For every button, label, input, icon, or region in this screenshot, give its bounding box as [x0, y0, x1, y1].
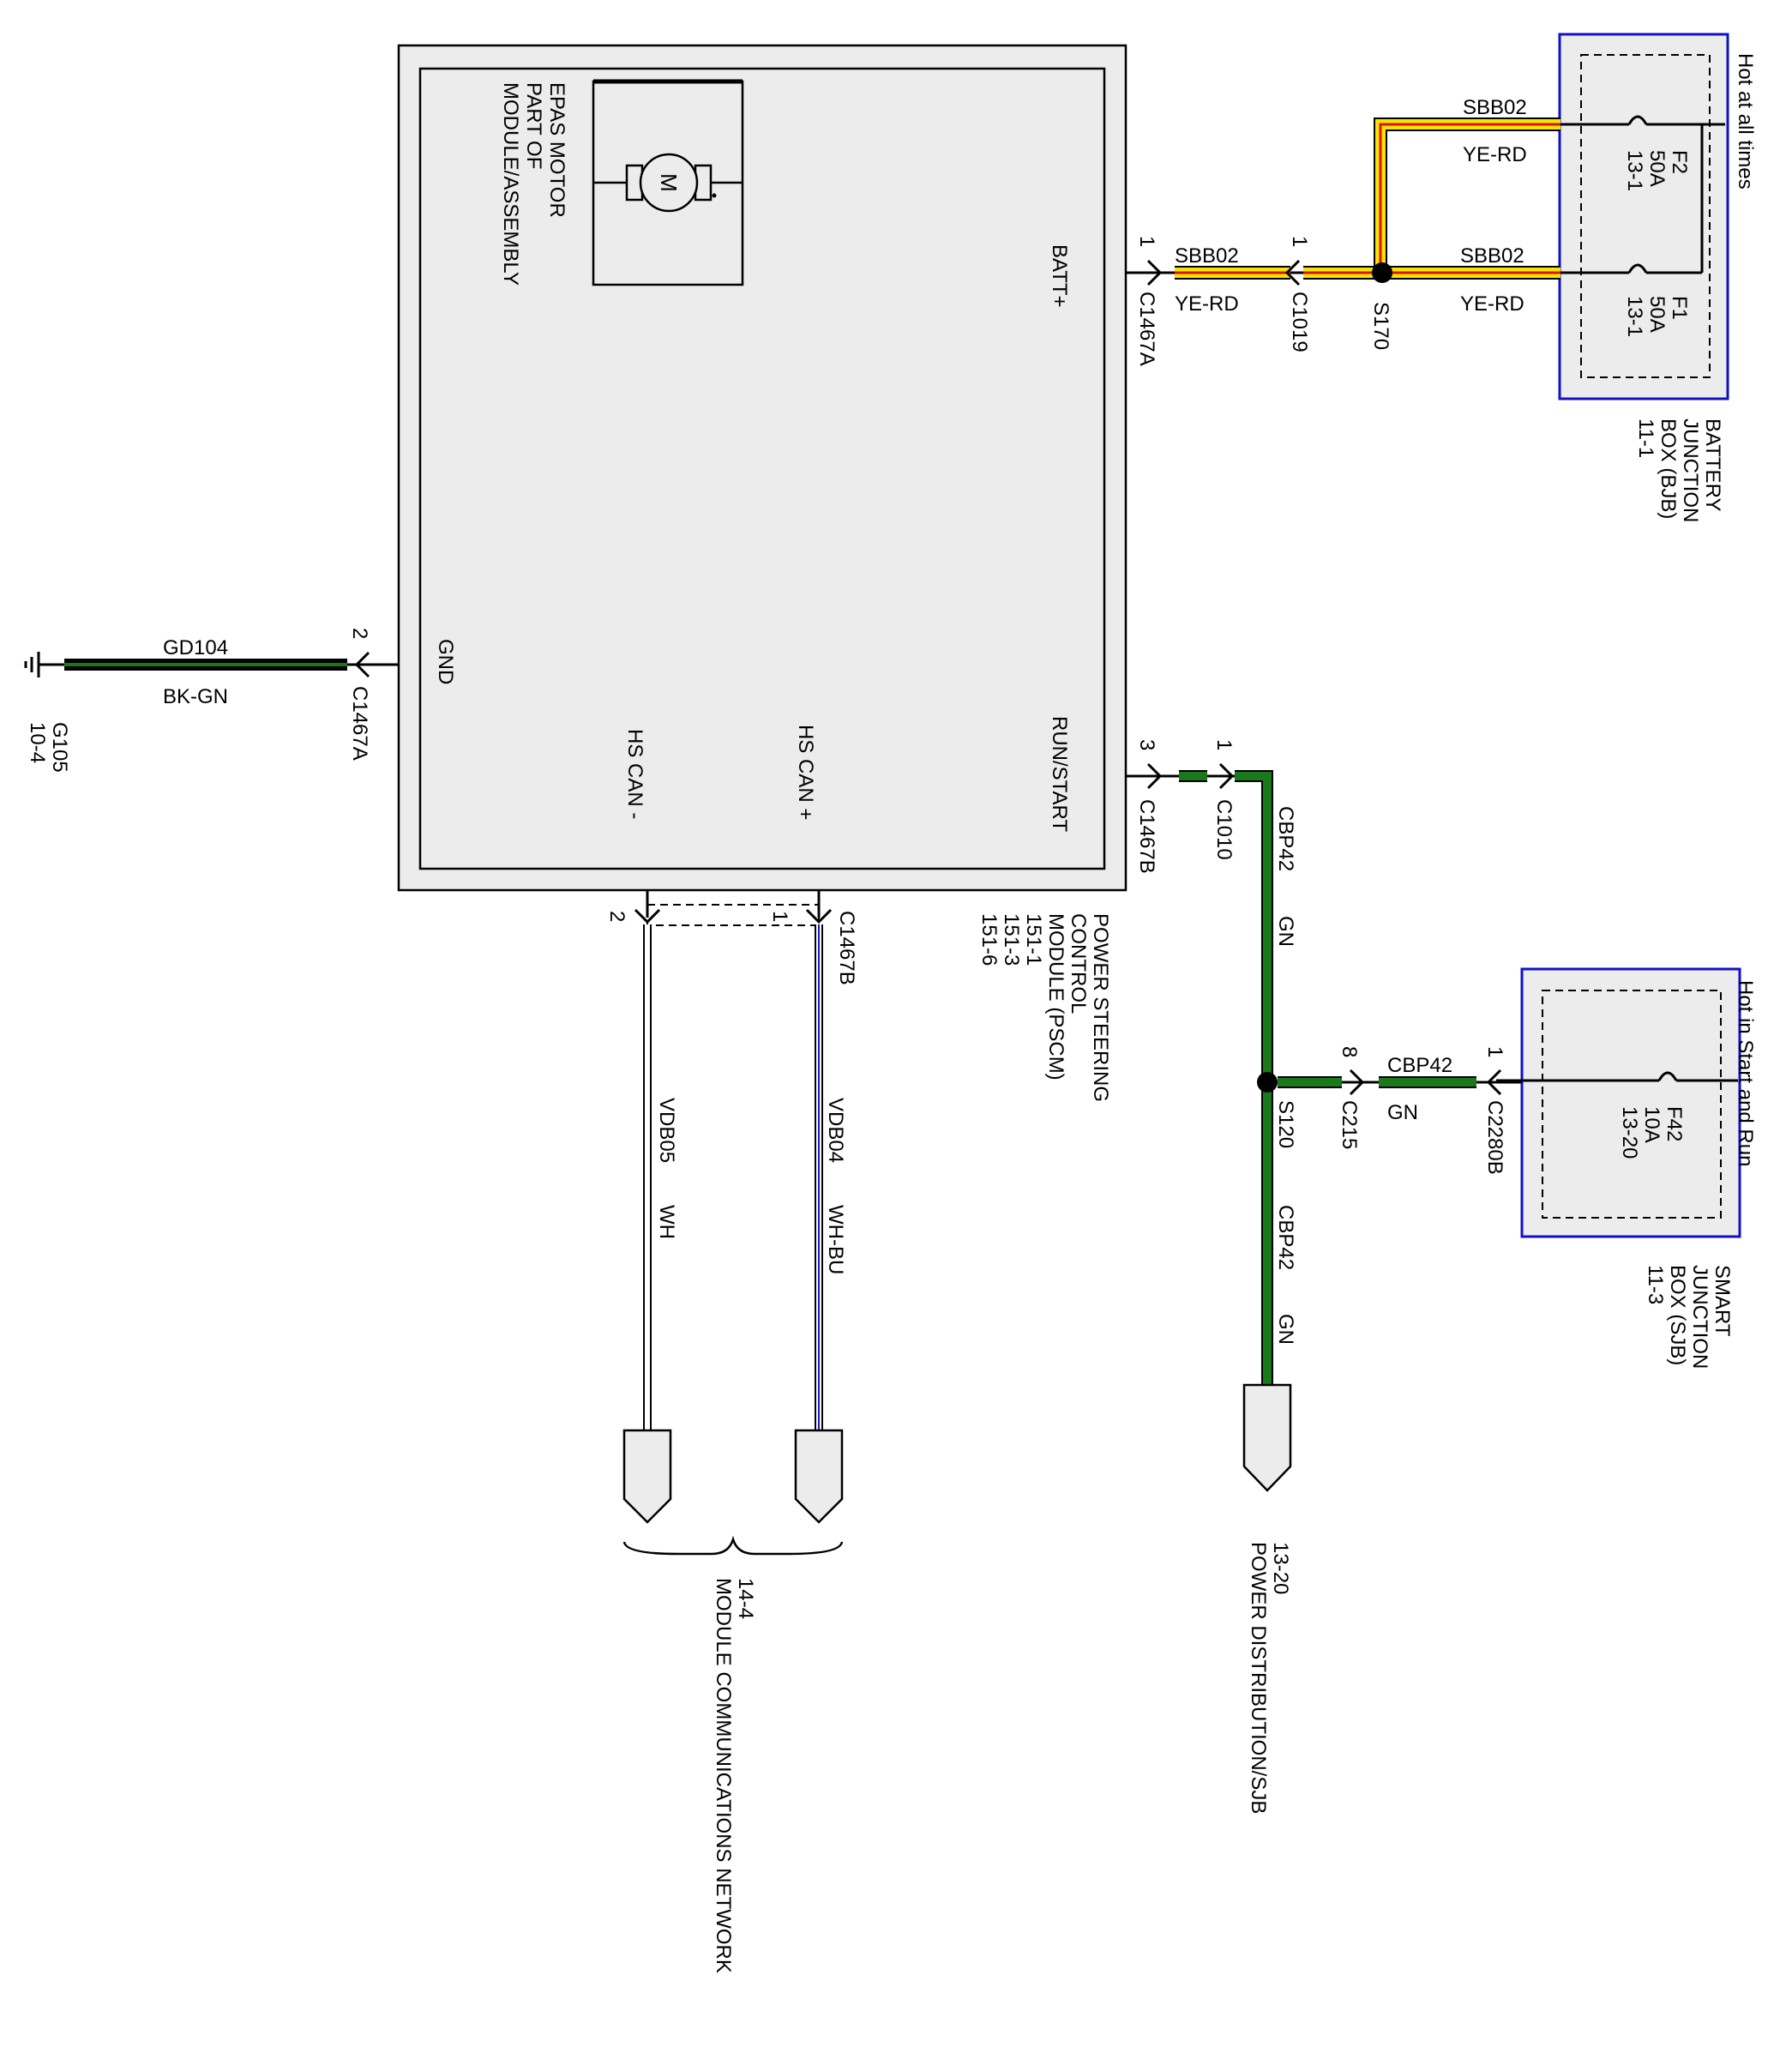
wire-sbb02-top [1374, 117, 1560, 274]
svg-text:F2: F2 [1668, 150, 1691, 174]
splice-s170-label: S170 [1369, 302, 1392, 350]
pin-label-run-start: RUN/START [1048, 716, 1071, 832]
wire-sbb02-bottom-circuit: SBB02 [1460, 244, 1524, 268]
splice-s120-dot [1257, 1072, 1278, 1093]
battery-junction-box: F2 50A 13-1 F1 50A 13-1 [1558, 33, 1729, 400]
module-comm-ref-title: MODULE COMMUNICATIONS NETWORK [712, 1578, 735, 1973]
c1019-pin: 1 [1288, 236, 1311, 247]
wire-sbb02-top-color: YE-RD [1463, 143, 1527, 166]
splice-s170-dot [1372, 262, 1392, 283]
wire-sbb02-top-circuit: SBB02 [1463, 96, 1527, 119]
smart-junction-box: F42 10A 13-20 [1496, 967, 1741, 1238]
c1467a-gnd-name: C1467A [348, 686, 371, 761]
wire-sbb02-module-circuit: SBB02 [1175, 244, 1239, 268]
splice-s120-label: S120 [1274, 1100, 1297, 1148]
svg-text:151-6: 151-6 [977, 913, 1001, 966]
svg-text:BATTERY: BATTERY [1701, 418, 1724, 511]
wire-vdb05-circuit: VDB05 [655, 1098, 678, 1163]
pin-label-hs-can-plus: HS CAN + [794, 725, 817, 820]
power-distribution-ref-page: 13-20 [1269, 1542, 1292, 1594]
c2280b-name: C2280B [1483, 1100, 1506, 1175]
svg-text:10A: 10A [1640, 1106, 1663, 1143]
svg-text:11-1: 11-1 [1634, 418, 1657, 458]
pin-label-batt: BATT+ [1048, 244, 1071, 308]
c1467b-can-minus-pin: 2 [605, 911, 628, 922]
vdb05-ref-arrow [622, 1429, 672, 1524]
svg-text:POWER STEERING: POWER STEERING [1089, 913, 1112, 1102]
c1010-pin: 1 [1212, 739, 1236, 750]
c1010-name: C1010 [1212, 799, 1236, 860]
c1467b-run-name: C1467B [1135, 799, 1158, 874]
c215-pin: 8 [1338, 1046, 1361, 1057]
fuse-f42: F42 10A 13-20 [1618, 1106, 1686, 1159]
svg-text:F42: F42 [1663, 1106, 1686, 1141]
epas-label-line1: EPAS MOTOR [545, 82, 568, 218]
ground-g105-symbol [24, 652, 64, 677]
fuse-f2: F2 50A 13-1 [1623, 150, 1691, 191]
motor-symbol-label: M [656, 173, 682, 192]
svg-text:11-3: 11-3 [1644, 1265, 1667, 1304]
ground-g105-name: G105 [48, 722, 71, 773]
wire-cbp42-upper-color: GN [1274, 916, 1297, 947]
svg-text:13-20: 13-20 [1618, 1106, 1641, 1159]
c1467a-batt-name: C1467A [1135, 292, 1158, 366]
svg-text:MODULE (PSCM): MODULE (PSCM) [1044, 913, 1067, 1081]
svg-text:JUNCTION: JUNCTION [1688, 1265, 1711, 1369]
svg-text:CONTROL: CONTROL [1067, 913, 1090, 1014]
vdb04-ref-arrow [794, 1429, 844, 1524]
c215-name: C215 [1338, 1100, 1361, 1149]
c1467b-can-plus-pin: 1 [768, 911, 791, 922]
c2280b-pin: 1 [1483, 1046, 1506, 1057]
epas-motor: M [592, 79, 744, 286]
wire-sbb02-bottom-color: YE-RD [1460, 292, 1524, 316]
pin-label-gnd: GND [434, 639, 457, 684]
ground-g105-ref: 10-4 [26, 722, 49, 763]
wire-sbb02-module-color: YE-RD [1175, 292, 1239, 316]
wire-gd104-circuit: GD104 [163, 636, 228, 659]
svg-text:JUNCTION: JUNCTION [1679, 418, 1702, 522]
power-distribution-ref-arrow [1242, 1383, 1292, 1492]
svg-text:BOX (BJB): BOX (BJB) [1657, 418, 1680, 519]
fuse-f1: F1 50A 13-1 [1623, 296, 1691, 337]
c1019-name: C1019 [1288, 292, 1311, 352]
epas-label-line2: PART OF [522, 82, 545, 169]
module-comm-brace [622, 1535, 844, 1556]
sjb-name-label: SMART JUNCTION BOX (SJB) 11-3 [1644, 1265, 1734, 1369]
power-distribution-ref-title: POWER DISTRIBUTION/SJB [1247, 1542, 1270, 1814]
sjb-hot-note: Hot in Start and Run [1734, 980, 1757, 1166]
pscm-name-label: POWER STEERING CONTROL MODULE (PSCM) 151… [977, 913, 1112, 1102]
svg-text:13-1: 13-1 [1623, 296, 1646, 337]
wire-cbp42-sjb-circuit: CBP42 [1387, 1054, 1452, 1077]
c1467b-can-name: C1467B [835, 911, 858, 985]
wire-cbp42-lower-circuit: CBP42 [1274, 1205, 1297, 1270]
svg-text:50A: 50A [1645, 296, 1669, 333]
pin-label-hs-can-minus: HS CAN - [623, 729, 646, 819]
svg-text:50A: 50A [1645, 150, 1669, 187]
wire-cbp42-lower-color: GN [1274, 1314, 1297, 1345]
wire-cbp42-trunk [1235, 770, 1273, 1385]
bjb-name-label: BATTERY JUNCTION BOX (BJB) 11-1 [1634, 418, 1724, 522]
wire-gd104-color: BK-GN [163, 685, 228, 708]
wire-cbp42-upper-circuit: CBP42 [1274, 806, 1297, 871]
wire-vdb04-color: WH-BU [824, 1205, 847, 1274]
bjb-hot-note: Hot at all times [1734, 53, 1757, 190]
module-comm-ref-page: 14-4 [734, 1578, 757, 1619]
pscm-module: M EPAS MOTOR PART OF MODULE/ASSEMBLY BAT… [397, 44, 1128, 892]
c1467a-batt-pin: 1 [1135, 236, 1158, 247]
svg-text:BOX (SJB): BOX (SJB) [1666, 1265, 1689, 1365]
svg-text:13-1: 13-1 [1623, 150, 1646, 191]
svg-text:151-3: 151-3 [1000, 913, 1023, 966]
wire-cbp42-sjb-color: GN [1387, 1101, 1418, 1124]
c1467b-run-pin: 3 [1135, 739, 1158, 750]
c1467a-gnd-pin: 2 [348, 628, 371, 639]
wire-vdb04-circuit: VDB04 [824, 1098, 847, 1163]
svg-text:SMART: SMART [1711, 1265, 1734, 1337]
svg-text:F1: F1 [1668, 296, 1691, 320]
svg-text:151-1: 151-1 [1022, 913, 1045, 966]
twisted-pair-shield [646, 904, 820, 926]
wire-vdb05-color: WH [655, 1205, 678, 1239]
epas-label-line3: MODULE/ASSEMBLY [499, 82, 522, 286]
